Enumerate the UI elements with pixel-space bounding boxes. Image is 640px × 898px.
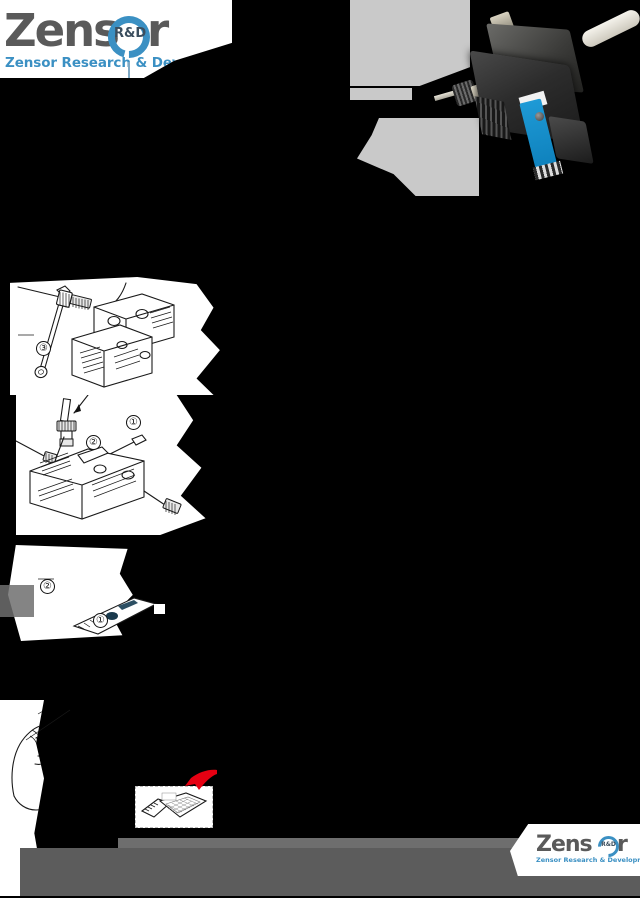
footer-logo-rd-label: R&D bbox=[601, 841, 616, 848]
vertical-pin-icon bbox=[56, 398, 77, 447]
detail-inset-panel bbox=[135, 786, 213, 828]
detail-callout-arrow bbox=[185, 769, 217, 790]
hand-pointer-lead bbox=[37, 701, 44, 715]
callout-marker-1-middle[interactable]: ① bbox=[126, 415, 141, 430]
logo-stem-rule bbox=[128, 62, 130, 78]
photo-mask-block-2 bbox=[350, 88, 412, 100]
footer-logo-wordmark-lead: Zens bbox=[536, 832, 593, 857]
cell-holder-device bbox=[433, 7, 640, 188]
assembly-upper-artwork bbox=[17, 282, 175, 388]
product-photo bbox=[345, 0, 640, 196]
callout-1-arrow-head bbox=[74, 404, 81, 413]
inset-tab bbox=[161, 792, 177, 801]
electrode-sensing-dot bbox=[106, 612, 118, 620]
footer-logo-tagline: Zensor Research & Development bbox=[536, 856, 640, 864]
photo-mask-block-1 bbox=[350, 0, 470, 86]
holder-lower-block bbox=[71, 324, 153, 388]
page-left-edge bbox=[0, 848, 14, 896]
diagram-assembly-upper bbox=[10, 277, 220, 395]
electrode-strip-artwork bbox=[72, 597, 158, 635]
detail-inset-artwork bbox=[140, 792, 208, 818]
hand-lead-line bbox=[25, 709, 71, 741]
inset-hatch bbox=[167, 797, 199, 814]
callout-marker-2-middle[interactable]: ② bbox=[86, 435, 101, 450]
right-side-rod bbox=[107, 440, 137, 456]
diagram-assembly-middle bbox=[16, 395, 206, 535]
header-logo-area: Zens R&D r Zensor Research & Development bbox=[0, 0, 232, 78]
redaction-gray-left bbox=[0, 585, 34, 617]
wrench-tool-icon bbox=[34, 285, 71, 379]
footer-logo-wordmark-tail: r bbox=[617, 832, 628, 857]
contact-chip-marker bbox=[154, 604, 165, 614]
left-side-rod bbox=[16, 440, 47, 458]
plunger-fitting-icon bbox=[17, 286, 92, 310]
holder-body-middle bbox=[29, 446, 145, 520]
logo-wordmark-lead: Zens bbox=[4, 4, 120, 57]
header-logo: Zens R&D r Zensor Research & Development bbox=[4, 4, 232, 71]
callout-marker-3[interactable]: ③ bbox=[36, 341, 51, 356]
callout-marker-1-lower[interactable]: ① bbox=[93, 613, 108, 628]
electrode-working-area bbox=[118, 600, 138, 610]
device-white-tube bbox=[579, 7, 640, 50]
assembly-middle-artwork bbox=[16, 395, 182, 520]
footer-logo: Zens R&D r Zensor Research & Development bbox=[510, 824, 640, 876]
device-clamp-screw bbox=[535, 112, 544, 121]
callout-marker-2-lower[interactable]: ② bbox=[40, 579, 55, 594]
logo-wordmark-tail: r bbox=[147, 4, 170, 57]
logo-rd-label: R&D bbox=[114, 26, 147, 41]
